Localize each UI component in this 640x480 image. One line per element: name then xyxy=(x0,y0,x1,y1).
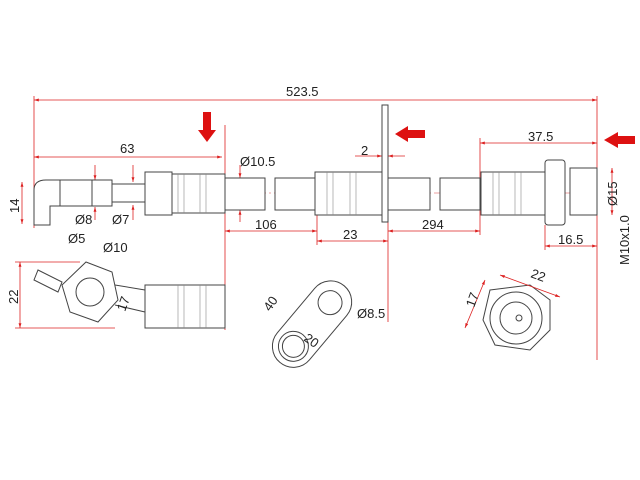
hose-segment-2 xyxy=(387,177,481,211)
dim-right-dia: Ø15 xyxy=(605,181,620,206)
dimension-lines xyxy=(18,98,614,328)
dim-right-length: 37.5 xyxy=(528,129,553,144)
dim-dia-8: Ø8 xyxy=(75,212,92,227)
dim-dia-7: Ø7 xyxy=(112,212,129,227)
arrow-left-icon xyxy=(395,126,425,142)
dim-left-height: 14 xyxy=(7,199,22,213)
nut-view xyxy=(464,274,561,351)
dim-overall-length: 523.5 xyxy=(286,84,319,99)
dim-right-thread-len: 16.5 xyxy=(558,232,583,247)
dim-nut-height: 17 xyxy=(463,290,482,309)
arrow-left-icon xyxy=(604,132,635,148)
hose-segment-1 xyxy=(224,177,316,211)
dim-nut-width: 22 xyxy=(529,266,548,285)
dim-bracket-width: 20 xyxy=(301,330,321,351)
dim-banjo-hex: 17 xyxy=(114,294,133,313)
dim-banjo-dia-10: Ø10 xyxy=(103,240,128,255)
dim-banjo-dia-5: Ø5 xyxy=(68,231,85,246)
bracket-plate xyxy=(271,280,353,368)
dim-bracket-hole: Ø8.5 xyxy=(357,306,385,321)
left-tube-fitting xyxy=(33,179,146,226)
bracket-flange xyxy=(381,104,389,223)
dim-banjo-height: 22 xyxy=(6,290,21,304)
dim-23: 23 xyxy=(343,227,357,242)
dim-294: 294 xyxy=(422,217,444,232)
dim-left-length: 63 xyxy=(120,141,134,156)
arrow-down-icon xyxy=(198,112,216,142)
dim-thread: M10x1.0 xyxy=(617,215,632,265)
dim-dia-hose: Ø10.5 xyxy=(240,154,275,169)
middle-fitting xyxy=(314,104,389,223)
right-fitting xyxy=(480,159,598,226)
banjo-view xyxy=(15,261,226,329)
dim-bracket-length: 40 xyxy=(260,293,281,313)
left-hose-fitting xyxy=(144,171,226,216)
dim-flange-thickness: 2 xyxy=(361,143,368,158)
dim-106: 106 xyxy=(255,217,277,232)
